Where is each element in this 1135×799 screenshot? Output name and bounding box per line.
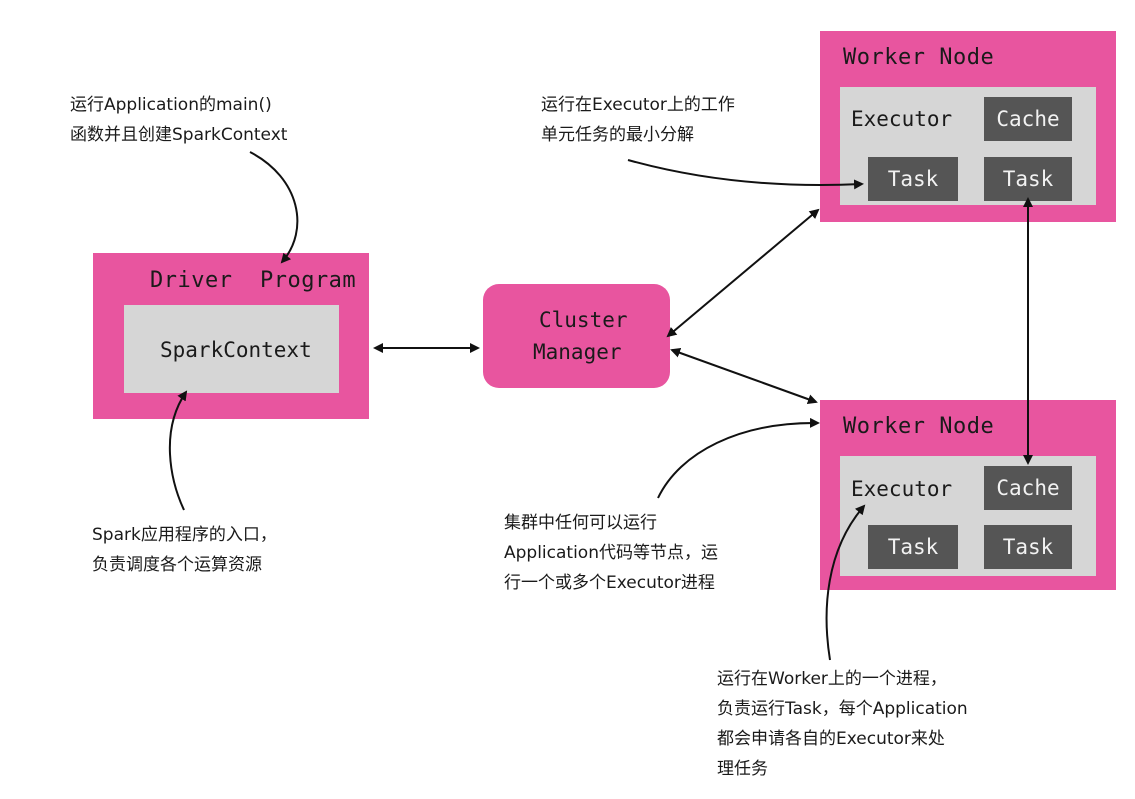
note-executor-line-2: 负责运行Task，每个Application (717, 699, 968, 719)
worker-node-bottom-title: Worker Node (843, 414, 995, 439)
note-worker-line-1: 集群中任何可以运行 (504, 513, 657, 533)
note-task-line-2: 单元任务的最小分解 (541, 125, 694, 145)
task-bottom-2-box: Task (984, 525, 1072, 569)
executor-top-label: Executor (851, 107, 953, 131)
arrow-note-to-executor (825, 504, 866, 661)
note-worker-description: 集群中任何可以运行 Application代码等节点，运 行一个或多个Execu… (504, 508, 718, 598)
task-bottom-1-box: Task (868, 525, 958, 569)
note-main-function: 运行Application的main() 函数并且创建SparkContext (70, 90, 287, 150)
note-executor-line-3: 都会申请各自的Executor来处 (717, 729, 945, 749)
task-top-1-box: Task (868, 157, 958, 201)
spark-context-label: SparkContext (160, 338, 312, 362)
note-spark-entry-line-1: Spark应用程序的入口， (92, 525, 277, 545)
note-main-function-line-1: 运行Application的main() (70, 95, 272, 115)
task-top-2-box: Task (984, 157, 1072, 201)
note-main-function-line-2: 函数并且创建SparkContext (70, 125, 288, 145)
arrow-note-to-worker (657, 417, 820, 499)
note-task-line-1: 运行在Executor上的工作 (541, 95, 735, 115)
note-worker-line-3: 行一个或多个Executor进程 (504, 573, 715, 593)
arrow-note-to-spark-context (168, 390, 188, 511)
note-executor-description: 运行在Worker上的一个进程， 负责运行Task，每个Application … (717, 664, 968, 784)
note-executor-line-4: 理任务 (717, 759, 768, 779)
worker-node-top-title: Worker Node (843, 45, 995, 70)
arrow-cluster-worker-top (666, 208, 820, 338)
note-spark-entry: Spark应用程序的入口， 负责调度各个运算资源 (92, 520, 277, 580)
cluster-manager-line2: Manager (533, 340, 622, 364)
cache-bottom-box: Cache (984, 466, 1072, 510)
arrow-note-to-driver (249, 151, 299, 264)
cache-top-box: Cache (984, 97, 1072, 141)
arrow-note-to-task (627, 159, 864, 190)
cluster-manager-box (483, 284, 670, 388)
arrow-cluster-worker-bottom (670, 348, 818, 404)
note-worker-line-2: Application代码等节点，运 (504, 543, 718, 563)
cluster-manager-line1: Cluster (539, 308, 628, 332)
note-executor-line-1: 运行在Worker上的一个进程， (717, 669, 947, 689)
note-task-description: 运行在Executor上的工作 单元任务的最小分解 (541, 90, 735, 150)
note-spark-entry-line-2: 负责调度各个运算资源 (92, 555, 262, 575)
spark-context-box (124, 305, 339, 393)
executor-bottom-label: Executor (851, 477, 953, 501)
driver-program-title: Driver Program (150, 268, 357, 293)
